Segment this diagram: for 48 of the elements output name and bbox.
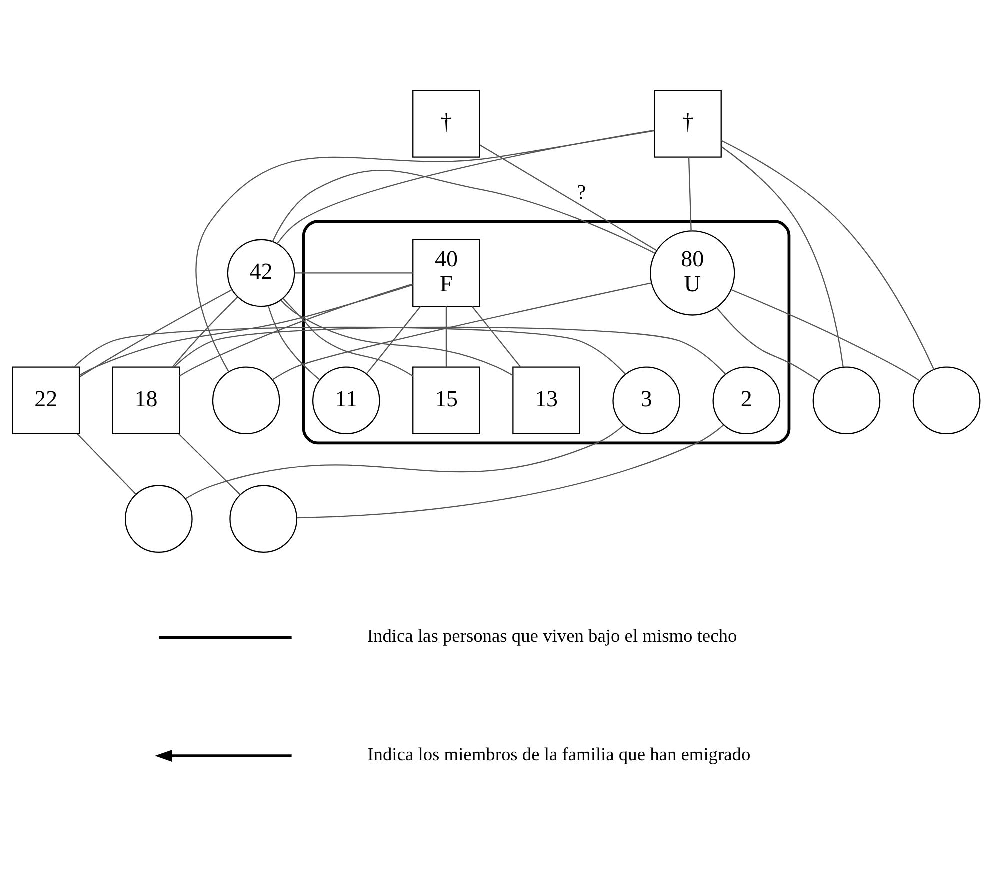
node-box: † — [412, 90, 480, 158]
edge-label: ? — [577, 182, 586, 204]
connector — [186, 425, 624, 500]
node-circle: 3 — [612, 366, 681, 435]
node-box: 22 — [12, 366, 80, 435]
connector — [480, 144, 657, 251]
connector — [77, 434, 137, 495]
connector — [294, 272, 414, 274]
connector — [272, 170, 656, 254]
connector — [688, 157, 692, 231]
connector — [282, 298, 414, 377]
connector — [80, 289, 232, 378]
node-box: † — [654, 90, 722, 158]
connector — [722, 146, 844, 368]
node-circle — [212, 366, 280, 435]
legend-label: Indica los miembros de la familia que han emigrado — [368, 744, 751, 764]
connector — [178, 434, 241, 496]
connector — [297, 424, 724, 519]
cluster — [302, 220, 791, 445]
connector — [272, 282, 652, 380]
node-circle: 42 — [227, 239, 296, 308]
connector — [731, 289, 920, 382]
node-circle: 11 — [312, 366, 380, 435]
connector — [716, 308, 820, 382]
node-circle — [812, 366, 881, 435]
node-circle — [124, 485, 193, 554]
node-box: 40 F — [412, 239, 480, 308]
legend-label: Indica las personas que viven bajo el mismo techo — [367, 626, 738, 646]
node-box: 18 — [112, 366, 180, 435]
connector — [179, 284, 414, 377]
connector — [280, 300, 514, 376]
connector — [446, 306, 448, 367]
connector — [196, 130, 655, 372]
node-circle: 2 — [712, 366, 781, 435]
node-circle — [230, 485, 298, 554]
node-circle: 80 U — [650, 230, 736, 316]
connector — [366, 306, 422, 374]
node-box: 13 — [512, 366, 580, 435]
connector — [172, 296, 238, 368]
node-circle — [912, 366, 981, 435]
connector — [472, 306, 521, 368]
node-box: 15 — [412, 366, 480, 435]
connector — [276, 130, 655, 244]
connector — [721, 140, 935, 370]
connector — [74, 326, 626, 375]
connector — [80, 284, 413, 376]
connector — [268, 306, 320, 380]
connector — [174, 326, 726, 375]
